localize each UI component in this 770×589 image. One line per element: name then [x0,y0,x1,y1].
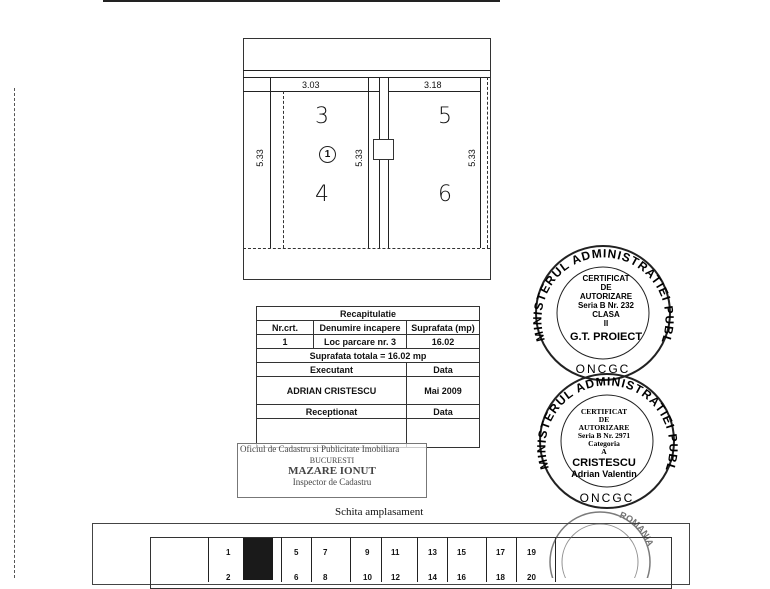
spot-number: 6 [438,182,452,207]
floor-plan-frame [243,38,491,280]
wall-line [486,537,488,582]
stamp-text: BUCURESTI [309,456,355,465]
stamp-text: Adrian Valentin [571,469,637,479]
stamp-text: CERTIFICAT [583,274,630,283]
stamp-text: A [601,447,607,456]
stamp-text: Categoria [588,439,620,448]
stamp-text: CLASA [592,310,620,319]
stamp-text: AUTORIZARE [580,292,633,301]
wall-line [480,77,482,248]
spot-number: 15 [457,548,466,557]
stamp-text: CERTIFICAT [581,407,627,416]
dimension-label: 3.03 [302,80,320,90]
wall-line [555,537,557,582]
spot-number: 17 [496,548,505,557]
spot-number: 7 [323,548,328,557]
stamp-text: G.T. PROIECT [570,331,642,343]
wall-line [243,77,490,78]
spot-number: 19 [527,548,536,557]
stamp-text: Oficiul de Cadastru si Publicitate Imobi… [240,444,400,454]
wall-line [350,537,352,582]
dimension-line [243,91,379,92]
wall-line [379,77,381,248]
stall-divider [283,91,284,248]
spot-number: 1 [226,548,231,557]
svg-text:MINISTERUL ADMINISTRATIEI PUBL: MINISTERUL ADMINISTRATIEI PUBLICE [0,0,676,346]
stamp-ring-text: MINISTERUL ADMINISTRATIEI PUBLICE [0,0,680,474]
stamp-text: Seria B Nr. 232 [578,301,635,310]
wall-line [208,537,210,582]
stall-divider [516,537,517,582]
stamp-text: II [604,319,608,328]
stamp-ring-text: MINISTERUL ADMINISTRATIEI PUBLICE [0,0,676,346]
spot-number: 11 [391,548,400,557]
highlighted-parking-spot [243,538,273,580]
stamp-text: DE [599,415,609,424]
stall-front-line [243,248,490,249]
spot-number: 13 [428,548,437,557]
stamp-text: CRISTESCU [572,457,636,469]
stamp-bottom-text: ONCGC [576,362,631,376]
stamp-text: MAZARE IONUT [288,465,376,477]
spot-number: 3 [315,104,329,129]
site-plan-title: Schita amplasament [335,506,424,518]
svg-text:MINISTERUL ADMINISTRATIEI PUBL: MINISTERUL ADMINISTRATIEI PUBLICE [0,0,680,474]
stamp-text: DE [600,283,612,292]
stall-divider [381,537,382,582]
wall-line [417,537,419,582]
stall-divider [487,77,488,248]
wall-line [388,77,390,248]
wall-line [243,70,490,72]
dimension-label: 3.18 [424,80,442,90]
spot-number: 9 [365,548,370,557]
stall-divider [311,537,312,582]
page-top-edge [103,0,500,2]
dimension-line [388,91,480,92]
stamp-bottom-text: ONCGC [580,491,635,505]
wall-line [368,77,370,248]
pillar [373,139,394,160]
unit-marker: 1 [319,146,336,163]
spot-number: 5 [438,104,452,129]
recap-table: Recapitulatie Nr.crt. Denumire incapere … [256,306,480,448]
wall-line [270,77,272,248]
stamp-text: Inspector de Cadastru [292,477,372,487]
wall-line [281,537,283,582]
stamp-text: Seria B Nr. 2971 [578,431,630,440]
stamp-text: AUTORIZARE [579,423,630,432]
left-margin-line [14,88,15,578]
cadastre-office-stamp: Oficiul de Cadastru si Publicitate Imobi… [237,443,427,498]
company-authorization-stamp: MINISTERUL ADMINISTRATIEI PUBLICE ONCGC … [0,0,676,381]
executant-date: Mai 2009 [406,376,480,405]
stall-divider [447,537,448,582]
spot-number: 4 [315,182,329,207]
spot-number: 5 [294,548,299,557]
